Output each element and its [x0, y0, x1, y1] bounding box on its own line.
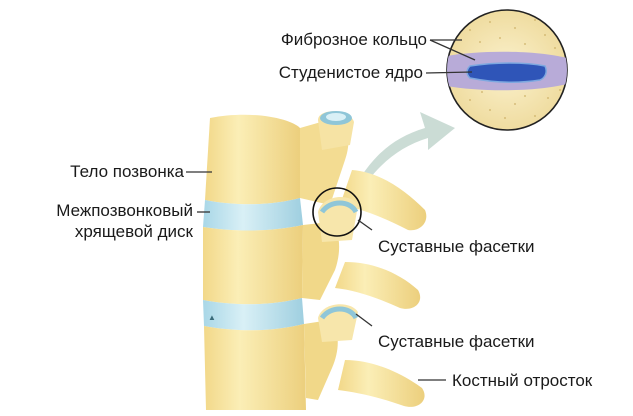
label-nucleus: Студенистое ядро — [279, 63, 423, 83]
label-facets-lower: Суставные фасетки — [378, 332, 535, 352]
label-facets-upper: Суставные фасетки — [378, 237, 535, 257]
label-vertebral-body: Тело позвонка — [70, 162, 184, 182]
label-bony-process: Костный отросток — [452, 371, 592, 391]
magnified-disc — [447, 10, 567, 130]
label-disc-line1: Межпозвонковый — [56, 201, 193, 221]
label-disc-line2: хрящевой диск — [75, 222, 193, 242]
disc-mark: ▲ — [208, 313, 216, 322]
label-fibrous-ring: Фиброзное кольцо — [281, 30, 427, 50]
